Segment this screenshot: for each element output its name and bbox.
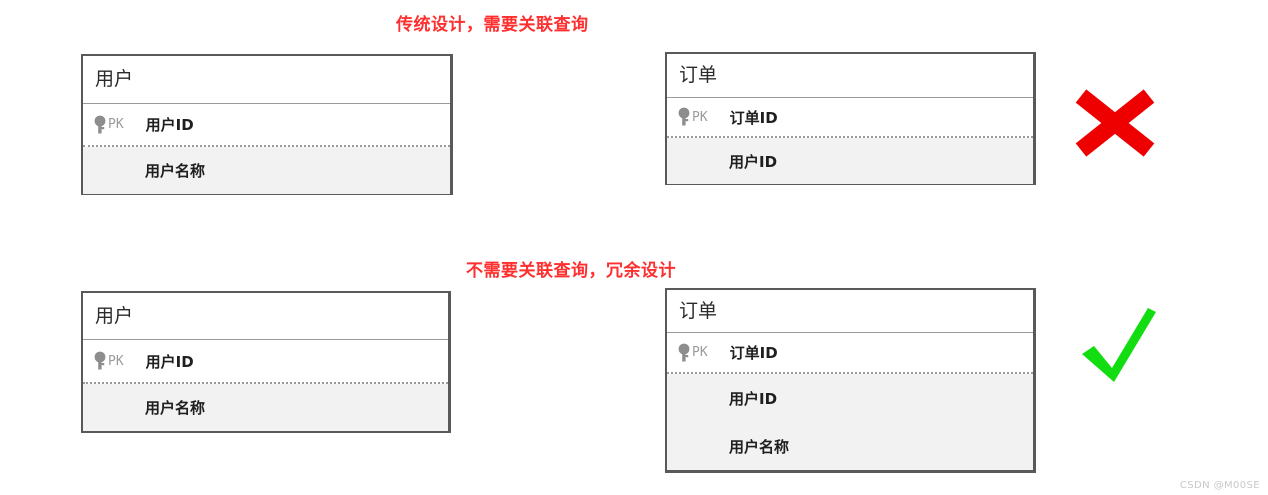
pk-field-name: 用户ID bbox=[145, 352, 194, 371]
entity-table-user-traditional[interactable]: 用户 PK 用户ID 用户名称 bbox=[81, 54, 453, 195]
cross-icon bbox=[1069, 88, 1161, 163]
attribute-name: 用户名称 bbox=[729, 437, 790, 456]
attribute-row[interactable]: 用户名称 bbox=[83, 384, 448, 431]
attribute-block: 用户ID bbox=[667, 138, 1033, 184]
attribute-row[interactable]: 用户名称 bbox=[667, 422, 1033, 470]
attribute-name: 用户ID bbox=[729, 389, 778, 408]
pk-tag-label: PK bbox=[108, 117, 124, 132]
entity-header: 订单 bbox=[667, 54, 1033, 98]
entity-table-user-redundant[interactable]: 用户 PK 用户ID 用户名称 bbox=[81, 291, 451, 433]
entity-title: 用户 bbox=[95, 304, 134, 327]
section-caption-traditional: 传统设计，需要关联查询 bbox=[396, 15, 589, 35]
attribute-row[interactable]: 用户ID bbox=[667, 138, 1033, 184]
entity-table-order-traditional[interactable]: 订单 PK 订单ID 用户ID bbox=[665, 52, 1036, 185]
attribute-row[interactable]: 用户名称 bbox=[83, 147, 450, 194]
pk-field-name: 用户ID bbox=[145, 116, 194, 134]
entity-table-order-redundant[interactable]: 订单 PK 订单ID 用户ID 用户名称 bbox=[665, 288, 1036, 473]
section-caption-redundant: 不需要关联查询，冗余设计 bbox=[466, 261, 676, 281]
attribute-row[interactable]: 用户ID bbox=[667, 374, 1033, 422]
attribute-block: 用户ID 用户名称 bbox=[667, 374, 1033, 470]
pk-field-name: 订单ID bbox=[729, 108, 778, 127]
attribute-block: 用户名称 bbox=[83, 147, 450, 194]
entity-title: 订单 bbox=[679, 64, 718, 86]
check-icon bbox=[1072, 302, 1164, 393]
entity-header: 订单 bbox=[667, 290, 1033, 333]
entity-title: 订单 bbox=[679, 299, 718, 322]
primary-key-row[interactable]: PK 订单ID bbox=[667, 333, 1033, 374]
key-icon bbox=[677, 343, 693, 363]
key-icon bbox=[93, 351, 109, 371]
entity-header: 用户 bbox=[83, 56, 450, 104]
entity-header: 用户 bbox=[83, 293, 448, 340]
attribute-name: 用户名称 bbox=[145, 399, 206, 417]
pk-tag-label: PK bbox=[692, 109, 708, 125]
pk-tag-label: PK bbox=[108, 353, 124, 369]
key-icon bbox=[677, 107, 693, 127]
attribute-name: 用户名称 bbox=[145, 162, 206, 180]
attribute-block: 用户名称 bbox=[83, 384, 448, 431]
attribute-name: 用户ID bbox=[729, 152, 778, 171]
pk-field-name: 订单ID bbox=[729, 344, 778, 362]
primary-key-row[interactable]: PK 用户ID bbox=[83, 340, 448, 384]
primary-key-row[interactable]: PK 用户ID bbox=[83, 104, 450, 147]
entity-title: 用户 bbox=[95, 68, 134, 90]
key-icon bbox=[93, 115, 109, 135]
pk-tag-label: PK bbox=[692, 345, 708, 360]
primary-key-row[interactable]: PK 订单ID bbox=[667, 98, 1033, 138]
watermark-text: CSDN @M00SE bbox=[1179, 480, 1260, 491]
